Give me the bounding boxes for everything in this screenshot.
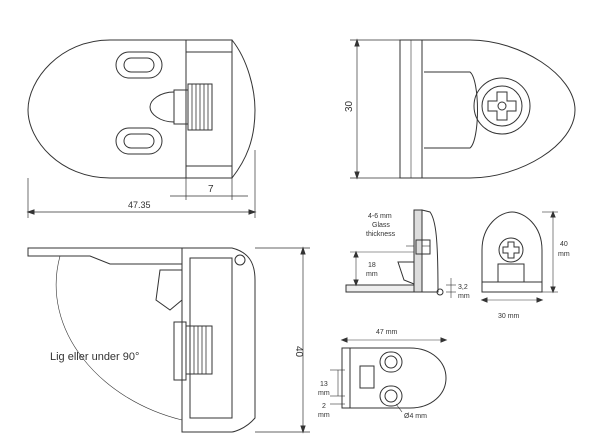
dim-47-35 — [26, 150, 257, 218]
glass-panel — [413, 209, 423, 293]
side-small-hook — [397, 261, 415, 285]
top-right-body-outline — [422, 39, 576, 179]
label-40mm: 40 — [560, 241, 568, 248]
front-small-outline — [481, 211, 543, 293]
label-18: 18 — [368, 262, 376, 269]
label-30mm: 30 mm — [498, 313, 520, 320]
label-13-unit: mm — [318, 390, 330, 397]
label-3-2-unit: mm — [458, 293, 470, 300]
label-40mm-unit: mm — [558, 251, 570, 258]
top-left-slot-lower — [115, 127, 163, 155]
top-left-plate — [185, 39, 233, 179]
front-small-view: 40 mm 30 mm — [480, 210, 570, 320]
label-30: 30 — [344, 100, 355, 112]
top-small-outline — [350, 347, 447, 409]
dim-40-large — [255, 246, 310, 434]
top-left-slot-upper — [115, 51, 163, 79]
label-glass-line3: thickness — [366, 231, 396, 238]
top-left-body-outline — [27, 39, 186, 179]
label-18-unit: mm — [366, 271, 378, 278]
front-small-cross-icon — [502, 241, 520, 259]
screw-hole-icon — [234, 254, 246, 266]
top-left-plate-curve — [231, 39, 256, 179]
label-47mm: 47 mm — [376, 329, 398, 336]
bottom-left-plate — [181, 247, 256, 433]
label-40-large: 40 — [293, 346, 304, 358]
glass-shelf — [27, 247, 183, 265]
angle-arc — [55, 255, 183, 421]
dim-7 — [170, 178, 248, 200]
label-3-2: 3,2 — [458, 284, 468, 291]
bottom-left-hook — [155, 269, 183, 311]
label-glass-line1: 4-6 mm — [368, 213, 392, 220]
label-2-unit: mm — [318, 412, 330, 419]
label-47-35: 47.35 — [128, 200, 151, 210]
side-small-shelf — [345, 284, 415, 293]
label-hole: Ø4 mm — [404, 413, 427, 420]
label-13: 13 — [320, 381, 328, 388]
top-right-view: 30 — [344, 38, 576, 180]
top-right-cross-icon — [487, 91, 517, 121]
top-small-view: 47 mm 13 mm 2 mm Ø4 mm — [318, 329, 448, 420]
bottom-left-view: 40 Lig eller under 90° — [27, 246, 310, 434]
label-angle: Lig eller under 90° — [50, 351, 139, 363]
label-2: 2 — [322, 403, 326, 410]
label-7: 7 — [208, 184, 214, 195]
top-left-view: 47.35 7 — [26, 39, 257, 218]
dim-30 — [350, 38, 400, 180]
side-small-view: 4-6 mm Glass thickness 18 mm 3,2 mm — [345, 209, 470, 300]
label-glass-line2: Glass — [372, 222, 390, 229]
front-small-knob — [498, 237, 524, 263]
top-small-slot-lower — [379, 385, 403, 407]
top-right-knob-outer — [473, 77, 531, 135]
top-small-slot-upper — [379, 351, 403, 373]
